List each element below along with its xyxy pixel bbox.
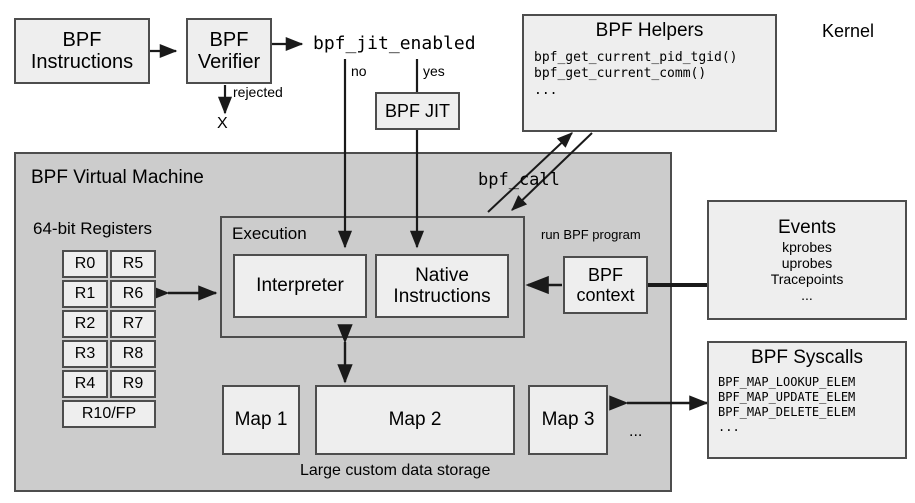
bpf-context-line2: context [576,285,635,305]
events-line-4: ... [801,287,813,303]
bpf-syscalls-title: BPF Syscalls [751,347,863,368]
syscall-line-4: ... [718,420,740,434]
branch-no-label: no [351,63,367,79]
interpreter-label: Interpreter [256,275,344,297]
helper-line-1: bpf_get_current_pid_tgid() [534,50,738,65]
native-instructions-line2: Instructions [393,286,491,307]
bpf-helpers-title: BPF Helpers [595,20,704,41]
vm-title: BPF Virtual Machine [31,167,204,188]
bpf-syscalls-box: BPF Syscalls BPF_MAP_LOOKUP_ELEM BPF_MAP… [707,341,907,459]
events-line-2: uprobes [781,255,833,271]
run-bpf-program-label: run BPF program [541,227,641,242]
events-line-3: Tracepoints [770,271,844,287]
register-r3: R3 [62,340,108,368]
helper-line-2: bpf_get_current_comm() [534,66,707,82]
bpf-jit-label: BPF JIT [384,100,450,121]
register-r4: R4 [62,370,108,398]
bpf-instructions-line2: Instructions [30,51,134,73]
events-title: Events [777,217,837,238]
register-r10-fp: R10/FP [62,400,156,428]
map-2-box: Map 2 [315,385,515,455]
bpf-verifier-line1: BPF [209,28,249,51]
syscall-line-2: BPF_MAP_UPDATE_ELEM [718,390,856,404]
bpf-instructions-box: BPF Instructions [14,18,150,84]
bpf-call-label: bpf_call [478,170,560,190]
register-r7: R7 [110,310,156,338]
register-r2: R2 [62,310,108,338]
bpf-verifier-box: BPF Verifier [186,18,272,84]
register-r8: R8 [110,340,156,368]
maps-ellipsis: ... [629,423,643,440]
bpf-helpers-box: BPF Helpers bpf_get_current_pid_tgid() b… [522,14,777,132]
helper-line-3: ... [534,82,558,98]
native-instructions-box: Native Instructions [375,254,509,318]
rejected-x-mark: X [217,115,228,132]
rejected-label: rejected [233,84,283,100]
bpf-instructions-line1: BPF [62,28,102,51]
branch-yes-label: yes [423,63,445,79]
bpf-context-box: BPF context [563,256,648,314]
register-r5: R5 [110,250,156,278]
bpf-jit-box: BPF JIT [375,92,460,130]
bpf-verifier-line2: Verifier [197,51,261,73]
interpreter-box: Interpreter [233,254,367,318]
events-box: Events kprobes uprobes Tracepoints ... [707,200,907,320]
map-3-box: Map 3 [528,385,608,455]
registers-title: 64-bit Registers [33,219,153,238]
bpf-context-line1: BPF [587,264,623,285]
syscall-line-1: BPF_MAP_LOOKUP_ELEM [718,375,856,389]
native-instructions-line1: Native [415,264,469,286]
syscall-line-3: BPF_MAP_DELETE_ELEM [718,405,856,419]
register-r0: R0 [62,250,108,278]
map-1-box: Map 1 [222,385,300,455]
register-r9: R9 [110,370,156,398]
storage-caption: Large custom data storage [300,462,491,479]
events-line-1: kprobes [782,239,832,255]
execution-title: Execution [232,224,307,243]
register-r1: R1 [62,280,108,308]
register-r6: R6 [110,280,156,308]
kernel-label: Kernel [822,21,875,41]
bpf-jit-enabled-label: bpf_jit_enabled [313,33,476,54]
